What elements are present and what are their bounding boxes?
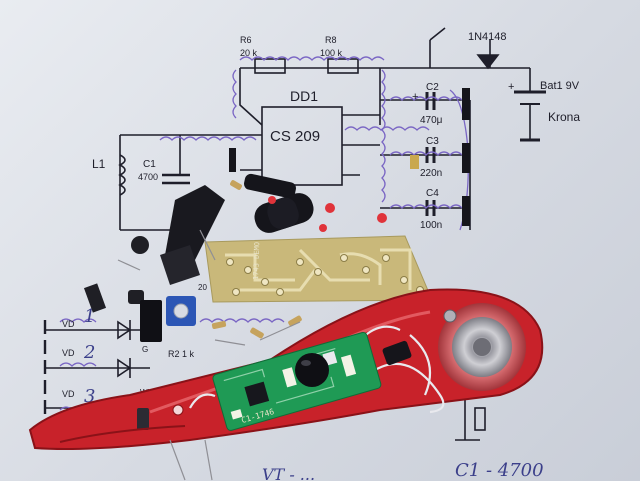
vd2-label: VD	[62, 348, 75, 358]
vd3-label: VD	[62, 389, 75, 399]
c4-name: C4	[426, 188, 439, 199]
component-leads	[117, 229, 301, 481]
sensor-knob	[295, 353, 329, 387]
transistor-on-probe	[382, 340, 412, 366]
c2-name: C2	[426, 82, 439, 93]
film-capacitors	[229, 88, 470, 226]
probe-switch	[137, 408, 149, 430]
c1-name: C1	[143, 159, 156, 170]
hand-bottom-note: VT - ...	[262, 465, 315, 481]
c3-name: C3	[426, 136, 439, 147]
c2-plus: +	[412, 91, 418, 103]
magnet-wire	[59, 56, 469, 411]
r2-label: R2 1 k	[168, 349, 195, 359]
r6-name: R6	[240, 35, 252, 45]
chip-outline	[261, 106, 343, 186]
hand-num-2: 2	[83, 342, 95, 363]
handwritten-notes: 1 2 3 C1 - 4700 VT - ...	[83, 306, 544, 481]
hand-num-1: 1	[84, 306, 95, 327]
r6-value: 20 k	[240, 48, 258, 58]
diode-label: 1N4148	[468, 31, 507, 43]
r8-name: R8	[325, 35, 337, 45]
l1-label: L1	[92, 157, 106, 171]
led-g-label: G	[142, 345, 148, 354]
chip-part: CS 209	[270, 128, 320, 145]
chip-label: DD1	[290, 88, 318, 104]
transistors	[83, 173, 314, 342]
resistors	[211, 180, 302, 339]
proto-board-text: 1743 DEMO	[252, 242, 261, 280]
c3-value: 220n	[420, 168, 442, 179]
vd1-label: VD	[62, 319, 75, 329]
r20-label: 20	[198, 283, 207, 292]
hand-c1-note: C1 - 4700	[455, 460, 544, 481]
ic-chip	[244, 381, 270, 407]
battery-plus: +	[508, 81, 514, 93]
protoboard: 1743 DEMO	[204, 235, 433, 303]
red-leds	[268, 196, 387, 232]
c1-value: 4700	[138, 172, 158, 182]
schematic-labels: DD1 CS 209 R6 20 k R8 100 k L1 C1 4700 C…	[62, 31, 580, 399]
wires	[189, 325, 445, 414]
c2-value: 470μ	[420, 115, 443, 126]
r8-value: 100 k	[320, 48, 343, 58]
battery-type: Krona	[548, 110, 580, 124]
hand-num-3: 3	[84, 386, 95, 407]
c4-value: 100n	[420, 220, 442, 231]
battery-label: Bat1 9V	[540, 80, 580, 92]
